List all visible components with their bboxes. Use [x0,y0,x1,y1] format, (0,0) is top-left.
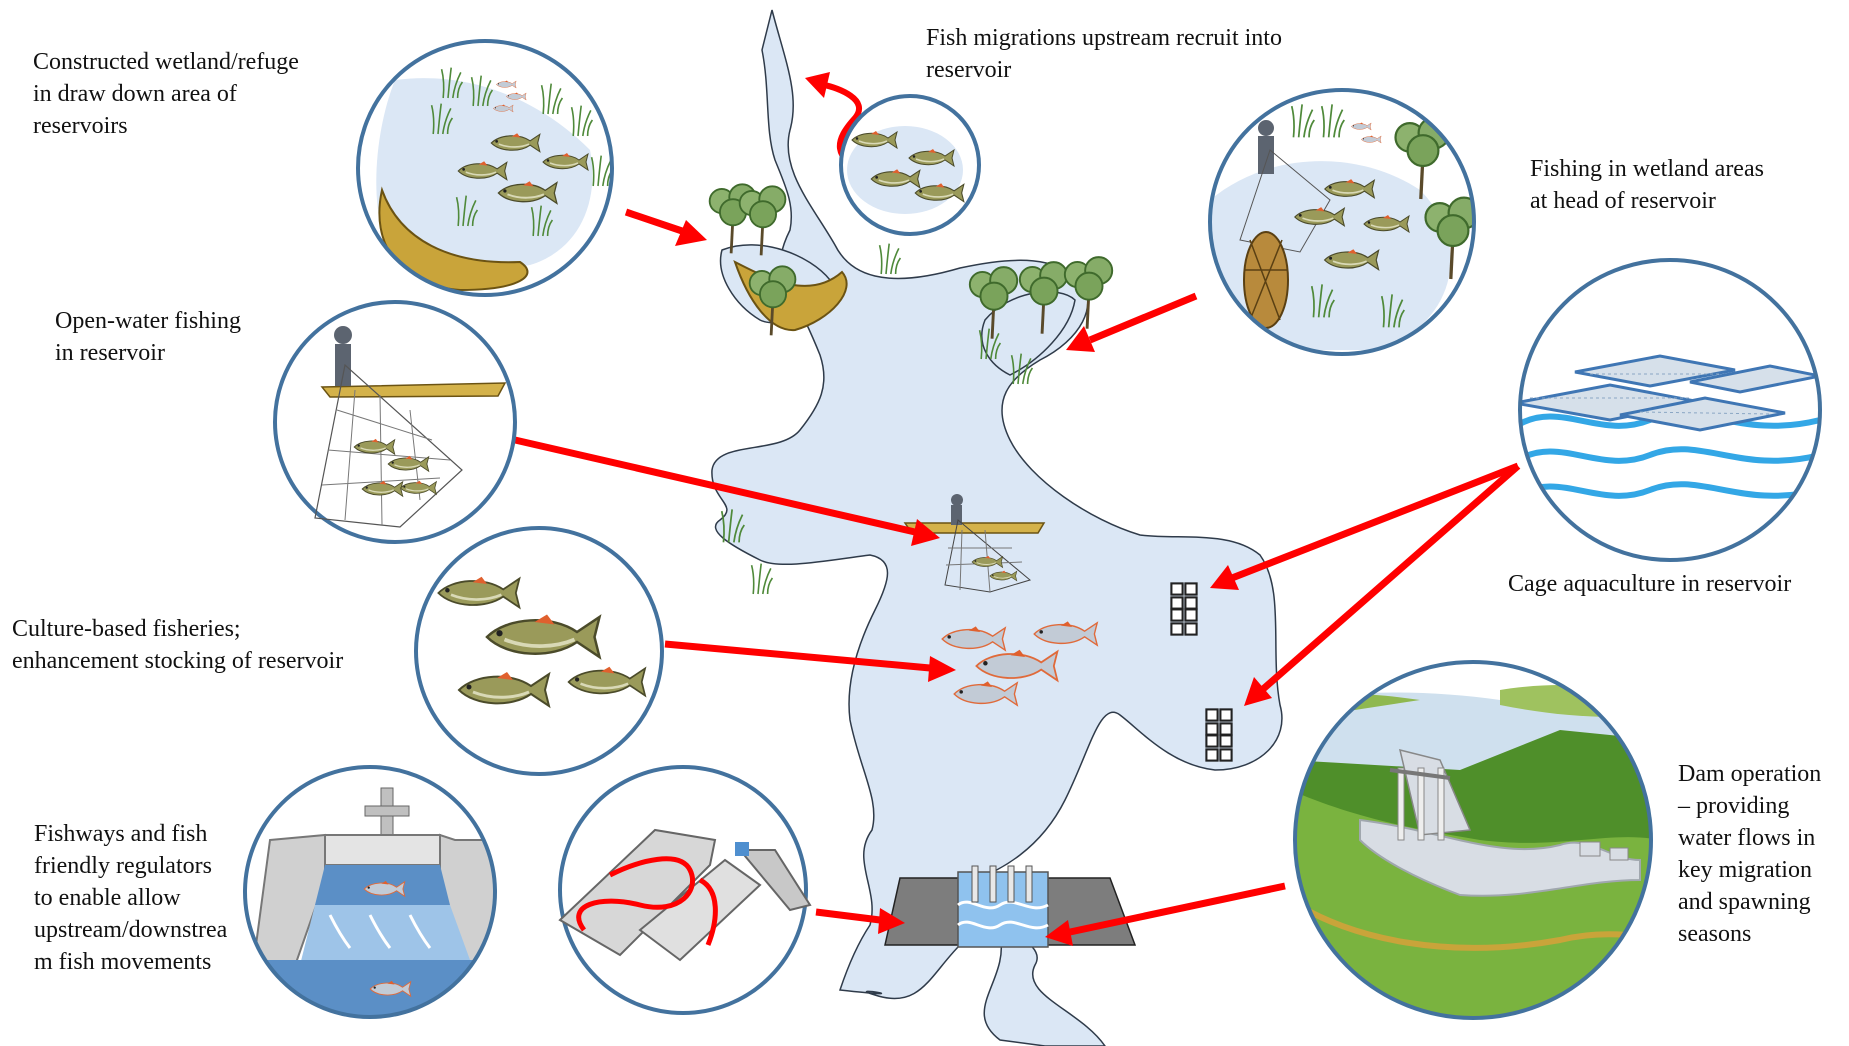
arrow-fishways [815,908,905,934]
label-cage-aquaculture: Cage aquaculture in reservoir [1508,568,1791,600]
wetland-fishing-icon [1208,88,1476,356]
fish-migration-icon [839,94,981,236]
label-line: to enable allow [34,885,181,911]
label-line: reservoir [926,57,1012,83]
label-line: key migration [1678,857,1812,883]
arrow-culture-based [664,640,956,682]
label-line: Dam operation [1678,761,1822,787]
label-line: upstream/downstrea [34,917,228,943]
label-line: enhancement stocking of reservoir [12,648,344,674]
label-dam-operation: Dam operation – providing water flows in… [1678,758,1821,950]
cage-aquaculture-icon [1518,258,1822,562]
label-line: Fishways and fish [34,821,208,847]
fish-ladder-icon [558,765,812,1015]
label-culture-based: Culture-based fisheries; enhancement sto… [12,613,343,677]
label-wetland-fishing: Fishing in wetland areas at head of rese… [1530,153,1764,217]
label-fish-migration: Fish migrations upstream recruit into re… [926,22,1282,86]
flow-arrows [514,72,1521,946]
label-line: m fish movements [34,949,212,975]
fishway-regulator-icon [243,765,497,1019]
dam-structure [884,865,1137,948]
arrow-dam-operation [1045,882,1286,946]
label-line: friendly regulators [34,853,212,879]
label-line: at head of reservoir [1530,188,1716,214]
label-line: Fishing in wetland areas [1530,156,1764,182]
label-line: reservoirs [33,113,128,139]
arrow-cage-upper [1210,462,1520,590]
label-line: seasons [1678,921,1752,947]
dam-icon [1293,660,1653,1020]
label-line: in draw down area of [33,81,237,107]
label-line: Open-water fishing [55,308,241,334]
label-line: Constructed wetland/refuge [33,49,299,75]
label-line: Fish migrations upstream recruit into [926,25,1282,51]
label-line: and spawning [1678,889,1811,915]
arrow-wetland-refuge [624,208,707,246]
label-line: Culture-based fisheries; [12,616,241,642]
cast-net-fishing-icon [273,300,517,544]
label-fishways: Fishways and fish friendly regulators to… [34,818,227,978]
label-line: water flows in [1678,825,1816,851]
label-wetland-refuge: Constructed wetland/refuge in draw down … [33,46,299,142]
arrow-wetland-fishing [1066,292,1198,352]
refuge-vegetation [708,182,1114,595]
arrow-open-water [514,436,940,546]
label-open-water: Open-water fishing in reservoir [55,305,241,369]
wetland-refuge-icon [356,39,614,297]
reservoir-fisher-boat [903,494,1046,593]
stocked-fish-icon [414,526,664,776]
label-line: Cage aquaculture in reservoir [1508,571,1792,597]
label-line: in reservoir [55,340,165,366]
arrow-cage-lower [1244,463,1521,706]
label-line: – providing [1678,793,1790,819]
